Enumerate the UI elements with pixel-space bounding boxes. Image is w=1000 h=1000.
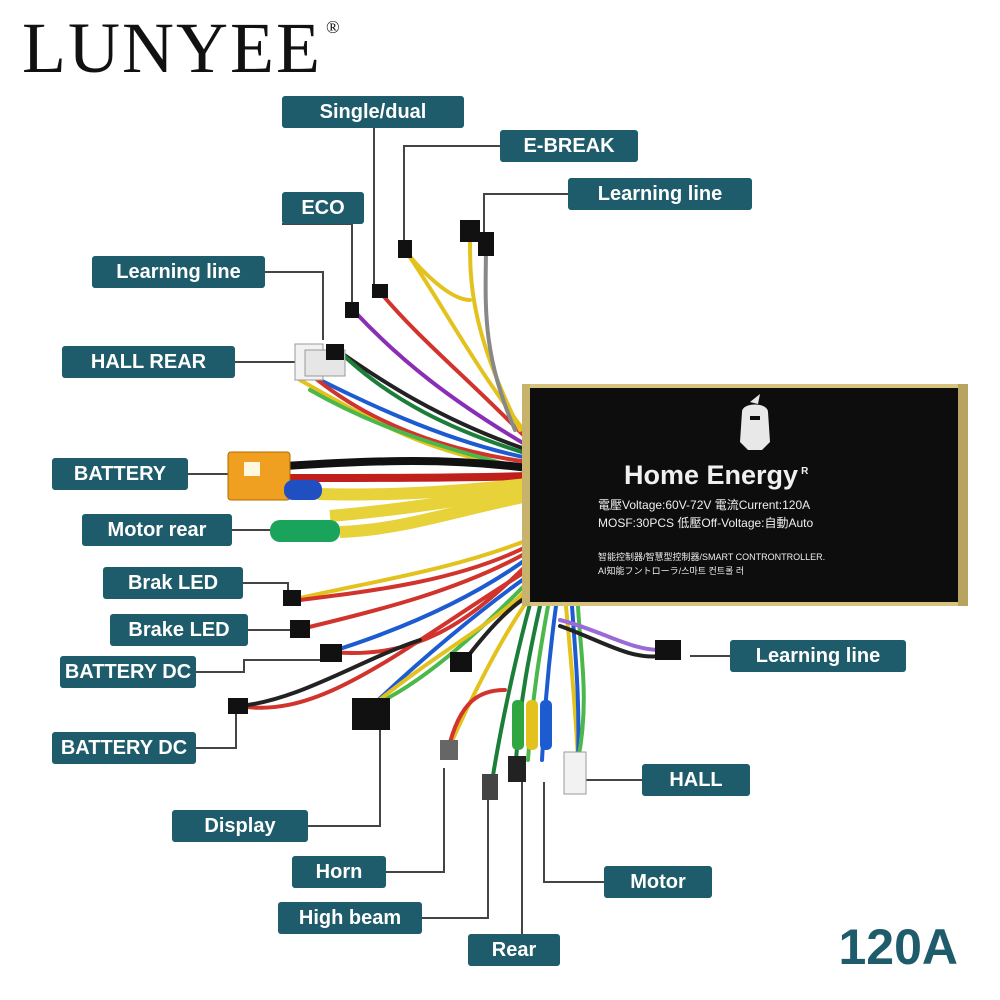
label-hall-rear: HALL REAR	[62, 346, 235, 378]
brand-logo: LUNYEE®	[22, 12, 342, 84]
label-eco: ECO	[282, 192, 364, 224]
controller-box	[522, 384, 968, 606]
label-motor: Motor	[604, 866, 712, 898]
label-brake-led: Brake LED	[110, 614, 248, 646]
label-display: Display	[172, 810, 308, 842]
battery-lead-red	[284, 472, 529, 482]
controller-ai-text: AI知能フントローラ/스마트 컨트롤 러	[598, 566, 745, 576]
label-learning-line-left: Learning line	[92, 256, 265, 288]
label-high-beam: High beam	[278, 902, 422, 934]
controller-brand-mark: R	[801, 466, 809, 477]
label-e-break: E-BREAK	[500, 130, 638, 162]
motor-lead-yellow	[317, 478, 529, 501]
label-rear: Rear	[468, 934, 560, 966]
motor-lead-yellow-2	[339, 490, 530, 538]
battery-lead-black	[284, 457, 529, 472]
label-battery-dc-2: BATTERY DC	[52, 732, 196, 764]
controller-brand-name: Home Energy	[624, 460, 799, 490]
registered-mark: ®	[325, 17, 342, 37]
label-battery-dc-1: BATTERY DC	[60, 656, 196, 688]
label-single-dual: Single/dual	[282, 96, 464, 128]
label-hall: HALL	[642, 764, 750, 796]
wire-bundle-lower	[238, 538, 662, 784]
label-learning-line-right: Learning line	[730, 640, 906, 672]
label-motor-rear: Motor rear	[82, 514, 232, 546]
brand-name: LUNYEE	[22, 8, 322, 88]
label-learning-line-top: Learning line	[568, 178, 752, 210]
controller-smart-text: 智能控制器/智慧型控制器/SMART CONTRONTROLLER.	[598, 552, 826, 562]
label-battery: BATTERY	[52, 458, 188, 490]
motor-lead-yellow-3	[329, 484, 529, 522]
wire-bundle-left	[298, 238, 530, 472]
label-horn: Horn	[292, 856, 386, 888]
controller-mosf-text: MOSF:30PCS 低壓Off-Voltage:自動Auto	[598, 516, 814, 530]
controller-voltage-text: 電壓Voltage:60V-72V 電流Current:120A	[598, 498, 811, 512]
connectors	[227, 220, 681, 800]
label-brak-led: Brak LED	[103, 567, 243, 599]
current-rating: 120A	[838, 919, 958, 975]
